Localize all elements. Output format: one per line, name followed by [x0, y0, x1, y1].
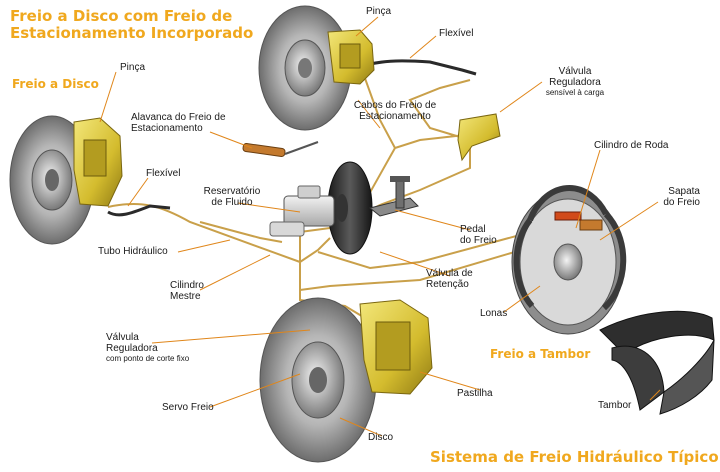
- label-flexivel-left: Flexível: [146, 168, 181, 179]
- label-valvula-retencao: Válvula de Retenção: [426, 268, 473, 290]
- disc-brake-title: Freio a Disco: [12, 77, 99, 91]
- label-valvula-retencao-2: Retenção: [426, 279, 469, 290]
- label-pedal-1: Pedal: [460, 224, 486, 235]
- label-sapata-1: Sapata: [668, 186, 700, 197]
- label-valvula-retencao-1: Válvula de: [426, 268, 473, 279]
- label-pinca-left: Pinça: [120, 62, 146, 73]
- label-reservatorio-1: Reservatório: [203, 186, 261, 197]
- label-tambor: Tambor: [598, 400, 632, 411]
- parking-brake-lever: [242, 141, 319, 157]
- master-cylinder-body: [269, 185, 335, 237]
- brake-servo-booster: [327, 161, 373, 255]
- label-cabos: Cabos do Freio de Estacionamento: [350, 100, 440, 122]
- label-cilindro-mestre-2: Mestre: [170, 291, 201, 302]
- label-sapata: Sapata do Freio: [648, 186, 700, 208]
- main-title: Freio a Disco com Freio de Estacionament…: [10, 8, 253, 42]
- label-pedal-2: do Freio: [460, 235, 497, 246]
- system-title: Sistema de Freio Hidráulico Típico: [430, 448, 719, 466]
- label-flexivel-top: Flexível: [439, 28, 474, 39]
- label-cilindro-roda: Cilindro de Roda: [594, 140, 669, 151]
- label-valvula-reguladora-bottom-3: com ponto de corte fixo: [106, 354, 190, 363]
- drum-brake-title: Freio a Tambor: [490, 347, 591, 361]
- label-cilindro-mestre-1: Cilindro: [170, 280, 204, 291]
- label-lonas: Lonas: [480, 308, 508, 319]
- label-pinca-top: Pinça: [366, 6, 392, 17]
- label-pedal: Pedal do Freio: [460, 224, 497, 246]
- label-pastilha: Pastilha: [457, 388, 493, 399]
- top-disc-assembly: [258, 5, 375, 131]
- label-disco: Disco: [368, 432, 394, 443]
- main-title-line-1: Freio a Disco com Freio de: [10, 7, 233, 25]
- label-tubo-hidraulico: Tubo Hidráulico: [98, 246, 168, 257]
- drum: [599, 310, 715, 415]
- label-cabos-1: Cabos do Freio de: [353, 100, 437, 111]
- main-title-line-2: Estacionamento Incorporado: [10, 24, 254, 42]
- brake-pedal: [368, 176, 419, 217]
- leader-lines: [99, 16, 661, 437]
- label-cilindro-mestre: Cilindro Mestre: [170, 280, 204, 302]
- label-cabos-2: Estacionamento: [359, 111, 431, 122]
- label-valvula-reguladora-bottom-1: Válvula: [106, 332, 139, 343]
- left-disc-assembly: [9, 115, 123, 245]
- drum-brake-assembly: [511, 185, 627, 335]
- label-alavanca-1: Alavanca do Freio de: [131, 112, 226, 123]
- label-valvula-reguladora-top-3: sensível à carga: [545, 88, 605, 97]
- label-servo-freio: Servo Freio: [162, 402, 214, 413]
- label-sapata-2: do Freio: [663, 197, 700, 208]
- label-valvula-reguladora-bottom: Válvula Reguladora com ponto de corte fi…: [106, 332, 189, 363]
- bottom-disc-assembly: [259, 297, 433, 463]
- label-valvula-reguladora-top: Válvula Reguladora sensível à carga: [540, 66, 610, 97]
- label-reservatorio: Reservatório de Fluido: [196, 186, 268, 208]
- label-valvula-reguladora-top-1: Válvula: [558, 66, 592, 77]
- label-valvula-reguladora-top-2: Reguladora: [549, 77, 601, 88]
- label-valvula-reguladora-bottom-2: Reguladora: [106, 343, 158, 354]
- label-reservatorio-2: de Fluido: [211, 197, 253, 208]
- load-sensing-valve: [457, 113, 501, 162]
- label-alavanca: Alavanca do Freio de Estacionamento: [131, 112, 226, 134]
- label-alavanca-2: Estacionamento: [131, 123, 203, 134]
